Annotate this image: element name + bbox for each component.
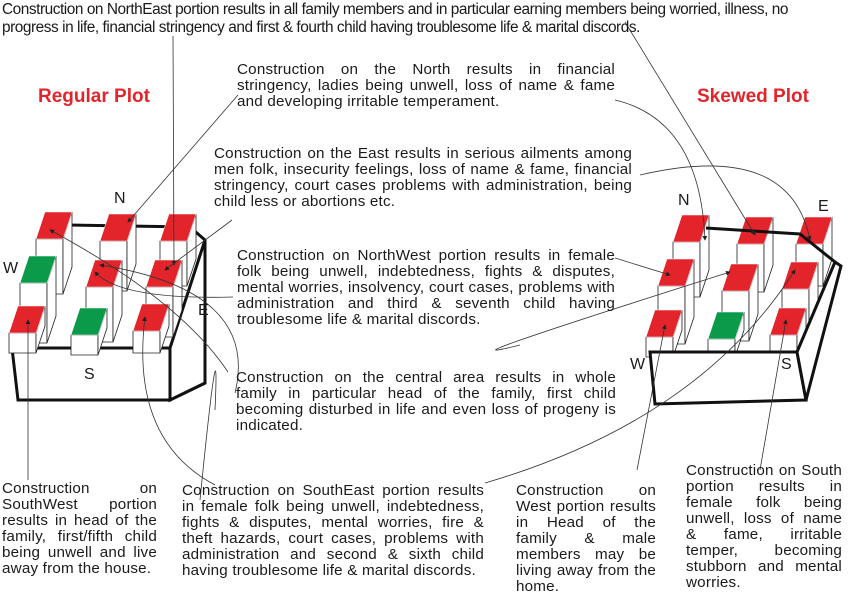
skewed-plot [648, 226, 843, 406]
leader-lines [25, 21, 812, 501]
west-note: Construction on West portion results in … [516, 482, 656, 595]
skewed-west-label: W [630, 356, 646, 373]
regular-plot-title: Regular Plot [38, 86, 150, 107]
regular-s-block [70, 307, 108, 356]
regular-east-label: E [198, 302, 209, 319]
northwest-note: Construction on NorthWest portion result… [237, 247, 615, 328]
central-note: Construction on the central area results… [236, 369, 616, 434]
skewed-south-label: S [781, 356, 792, 373]
northeast-note: Construction on NorthEast portion result… [2, 1, 788, 36]
southeast-note: Construction on SouthEast portion result… [182, 482, 484, 579]
regular-north-label: N [114, 190, 126, 207]
regular-south-label: S [84, 366, 95, 383]
skewed-north-label: N [678, 192, 690, 209]
skewed-plot-title: Skewed Plot [697, 86, 809, 107]
regular-sw-block [8, 305, 46, 354]
regular-plot [10, 223, 207, 403]
skewed-sw-block [645, 309, 683, 358]
skewed-s-block [707, 311, 745, 358]
south-note: Construction on South portion results in… [686, 462, 842, 591]
east-note: Construction on the East results in seri… [214, 145, 632, 210]
regular-se-block [132, 303, 170, 354]
southwest-note: Construction on SouthWest portion result… [2, 480, 157, 577]
regular-west-label: W [3, 260, 19, 277]
skewed-east-label: E [818, 198, 829, 215]
north-note: Construction on the North results in fin… [237, 61, 615, 110]
